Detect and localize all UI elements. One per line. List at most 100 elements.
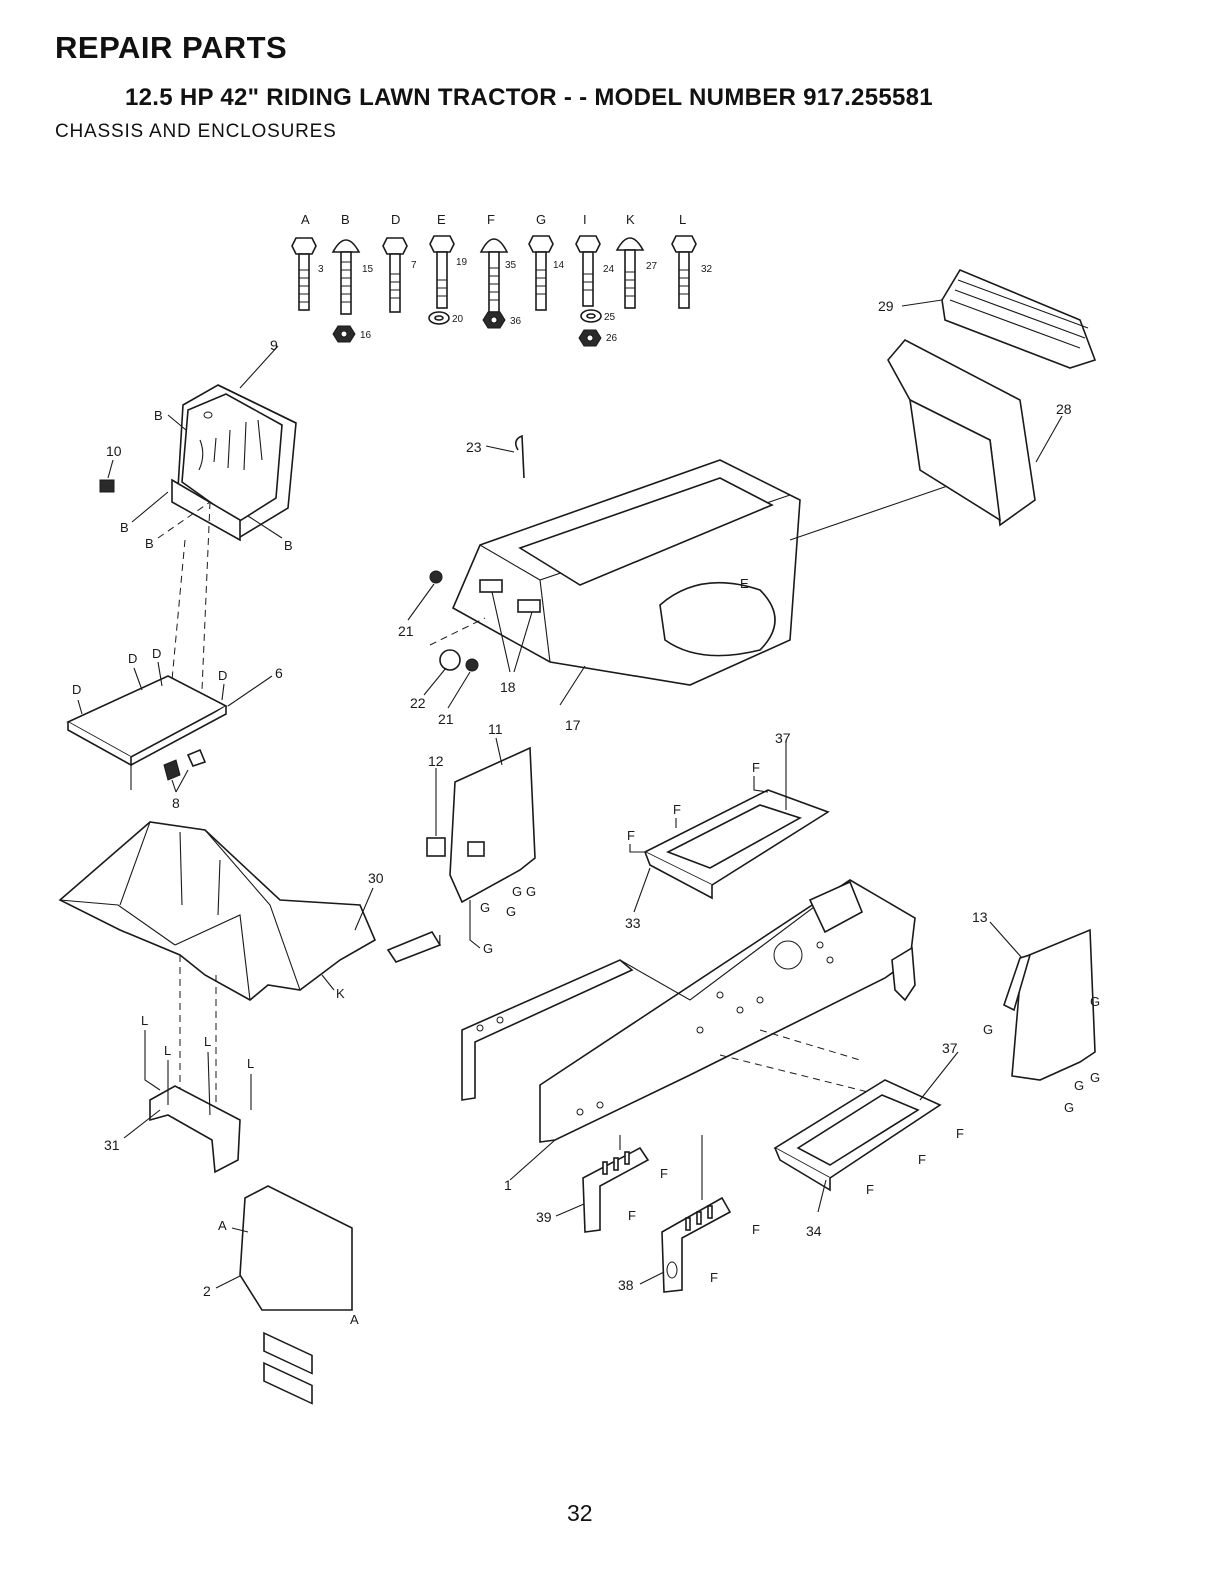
fastener-label-g: G	[506, 904, 516, 919]
hex-bolt-icon	[429, 235, 455, 309]
hood-part	[451, 459, 801, 686]
callout-21: 21	[398, 623, 414, 639]
upper-footrest-part	[643, 789, 830, 900]
callout-17: 17	[565, 717, 581, 733]
hardware-letter-a: A	[301, 212, 310, 227]
fastener-label-f: F	[673, 802, 681, 817]
fastener-label-f: F	[752, 760, 760, 775]
fastener-label-g: G	[1074, 1078, 1084, 1093]
carriage-bolt-icon	[479, 238, 509, 313]
fastener-label-b: B	[120, 520, 129, 535]
part-number-26: 26	[606, 333, 618, 344]
frame-part	[461, 879, 916, 1143]
hex-nut-icon	[332, 325, 356, 343]
fastener-label-l: L	[247, 1056, 254, 1071]
washer-icon	[428, 311, 450, 325]
clip-part	[163, 748, 207, 781]
part-number-3: 3	[318, 264, 324, 275]
fastener-label-f: F	[956, 1126, 964, 1141]
part-number-24: 24	[603, 264, 615, 275]
fastener-label-g: G	[483, 941, 493, 956]
dash-panel-part	[171, 384, 297, 542]
callout-9: 9	[270, 337, 278, 353]
hex-bolt-icon	[575, 235, 601, 307]
left-side-panel-part	[449, 746, 536, 904]
fastener-label-a: A	[218, 1218, 227, 1233]
fastener-label-d: D	[128, 651, 137, 666]
callout-6: 6	[275, 665, 283, 681]
fastener-label-f: F	[918, 1152, 926, 1167]
fender-part	[58, 821, 377, 1001]
fastener-label-f: F	[628, 1208, 636, 1223]
part-number-14: 14	[553, 260, 565, 271]
hardware-letter-g: G	[536, 212, 546, 227]
callout-23: 23	[466, 439, 482, 455]
callout-13: 13	[972, 909, 988, 925]
hardware-letter-f: F	[487, 212, 495, 227]
fastener-label-f: F	[752, 1222, 760, 1237]
fastener-label-f: F	[710, 1270, 718, 1285]
fastener-label-g: G	[526, 884, 536, 899]
callout-37: 37	[775, 730, 791, 746]
carriage-bolt-icon	[331, 239, 361, 315]
seat-support-part	[149, 1085, 241, 1174]
callout-1: 1	[504, 1177, 512, 1193]
part-number-7: 7	[411, 260, 417, 271]
hex-bolt-icon	[382, 237, 408, 313]
hardware-row: A B D E F G I K L	[291, 212, 713, 347]
fastener-label-b: B	[145, 536, 154, 551]
fastener-label-e: E	[740, 576, 749, 591]
bracket-39-part	[582, 1146, 650, 1233]
hairpin-clip-part	[514, 434, 525, 479]
carriage-bolt-icon	[615, 237, 645, 309]
hardware-letter-i: I	[583, 212, 587, 227]
hex-nut-icon	[482, 311, 506, 329]
bracket-part	[386, 931, 442, 963]
hardware-letter-k: K	[626, 212, 635, 227]
part-number-15: 15	[362, 264, 374, 275]
fastener-label-g: G	[1064, 1100, 1074, 1115]
fastener-label-d: D	[72, 682, 81, 697]
fastener-label-i: I	[438, 932, 442, 947]
callout-21: 21	[438, 711, 454, 727]
callout-18: 18	[500, 679, 516, 695]
callout-11: 11	[488, 721, 503, 737]
callout-39: 39	[536, 1209, 552, 1225]
decal-part	[426, 837, 446, 857]
fastener-label-g: G	[983, 1022, 993, 1037]
washer-icon	[580, 309, 602, 323]
fastener-label-f: F	[866, 1182, 874, 1197]
hardware-letter-l: L	[679, 212, 686, 227]
part-number-16: 16	[360, 330, 372, 341]
bracket-38-part	[661, 1196, 732, 1293]
callout-8: 8	[172, 795, 180, 811]
callout-2: 2	[203, 1283, 211, 1299]
part-number-19: 19	[456, 257, 468, 268]
callout-30: 30	[368, 870, 384, 886]
hex-bolt-icon	[291, 237, 317, 311]
section-heading: CHASSIS AND ENCLOSURES	[55, 121, 337, 142]
fastener-label-g: G	[512, 884, 522, 899]
grille-housing-part	[887, 338, 1036, 527]
page-number: 32	[567, 1500, 593, 1526]
part-number-35: 35	[505, 260, 517, 271]
right-side-panel-part	[1003, 928, 1096, 1081]
push-rivet-part	[99, 479, 115, 493]
part-number-25: 25	[604, 312, 616, 323]
hardware-letter-b: B	[341, 212, 350, 227]
fastener-label-d: D	[218, 668, 227, 683]
hex-bolt-icon	[671, 235, 697, 309]
rear-panel-part	[239, 1185, 353, 1405]
fastener-label-l: L	[164, 1043, 171, 1058]
callout-38: 38	[618, 1277, 634, 1293]
fastener-label-f: F	[660, 1166, 668, 1181]
callout-12: 12	[428, 753, 444, 769]
fastener-label-l: L	[141, 1013, 148, 1028]
callout-31: 31	[104, 1137, 120, 1153]
callout-28: 28	[1056, 401, 1072, 417]
fastener-label-g: G	[1090, 1070, 1100, 1085]
part-number-20: 20	[452, 314, 464, 325]
lower-footrest-part	[773, 1079, 942, 1192]
fastener-label-d: D	[152, 646, 161, 661]
